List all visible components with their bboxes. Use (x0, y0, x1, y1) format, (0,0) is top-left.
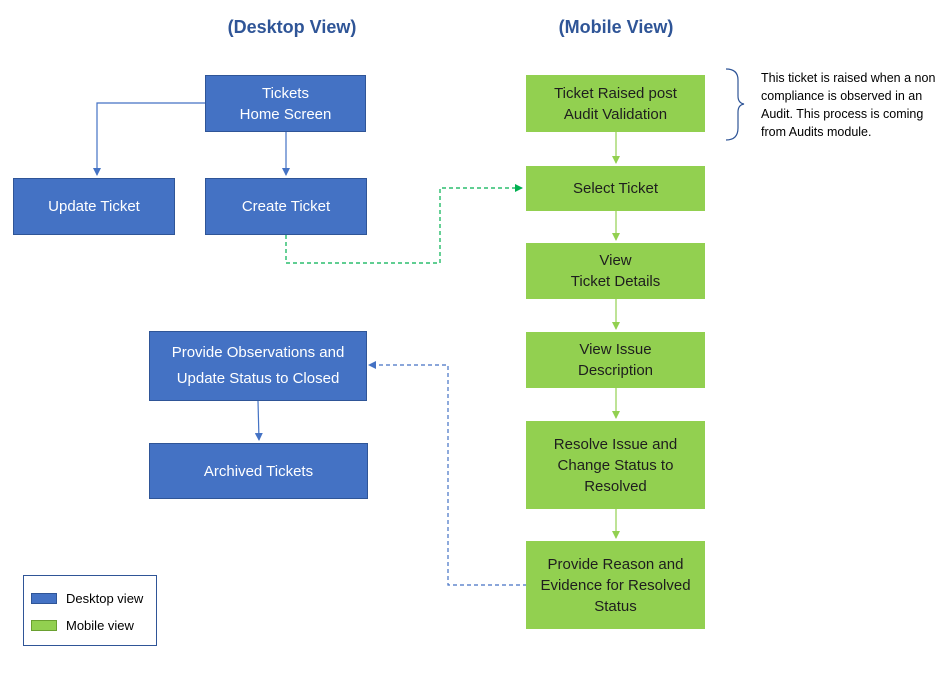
mobile-view-heading: (Mobile View) (558, 17, 674, 37)
legend-item-mobile: Mobile view (31, 617, 134, 633)
arrow-home-to-update (93, 102, 206, 176)
node-update-ticket: Update Ticket (13, 178, 175, 235)
audit-note: This ticket is raised when a non complia… (761, 71, 936, 139)
arrow-observations-to-archived (254, 400, 263, 441)
legend-label-desktop: Desktop view (66, 590, 144, 606)
node-tickets-home-screen: Tickets Home Screen (205, 75, 366, 132)
legend-swatch-mobile (31, 619, 57, 631)
legend-label-mobile: Mobile view (66, 617, 134, 633)
node-provide-observations: Provide Observations and Update Status t… (149, 331, 367, 401)
node-select-ticket: Select Ticket (526, 166, 705, 211)
note-brace (725, 68, 745, 141)
node-view-ticket-details: View Ticket Details (526, 243, 705, 299)
node-view-issue-description: View Issue Description (526, 332, 705, 388)
legend-item-desktop: Desktop view (31, 590, 144, 606)
node-resolve-issue: Resolve Issue and Change Status to Resol… (526, 421, 705, 509)
node-archived-tickets: Archived Tickets (149, 443, 368, 499)
node-provide-reason: Provide Reason and Evidence for Resolved… (526, 541, 705, 629)
node-ticket-raised: Ticket Raised post Audit Validation (526, 75, 705, 132)
arrow-create-to-select (285, 184, 523, 264)
arrow-reason-to-observations (368, 361, 527, 586)
legend: Desktop view Mobile view (23, 575, 157, 646)
legend-swatch-desktop (31, 592, 57, 604)
desktop-view-heading: (Desktop View) (227, 17, 357, 37)
node-create-ticket: Create Ticket (205, 178, 367, 235)
